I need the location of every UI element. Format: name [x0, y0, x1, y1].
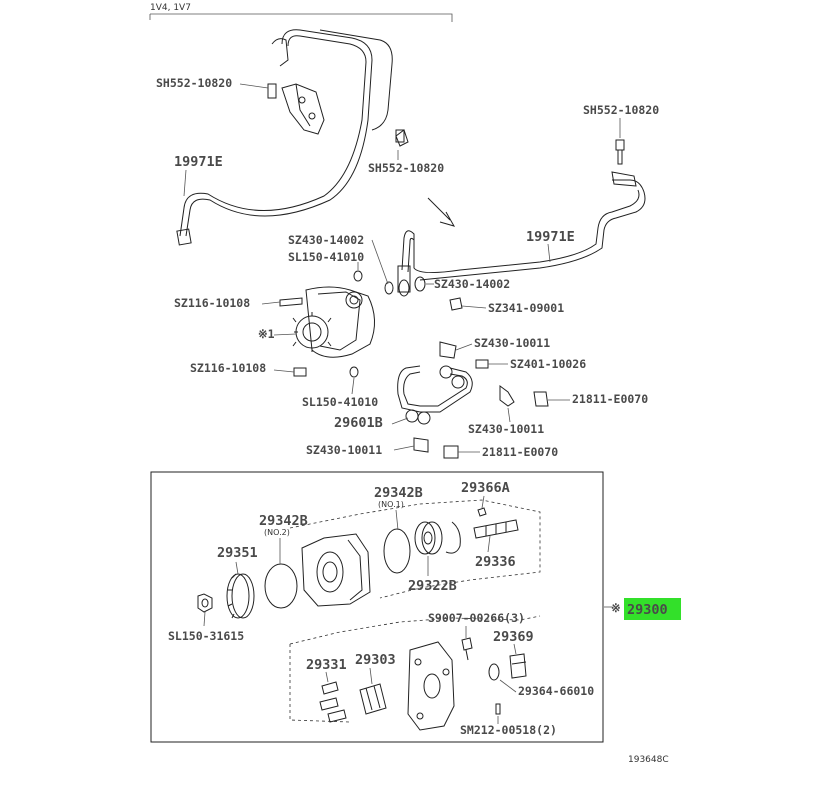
part-vanes-29331 [319, 681, 347, 723]
label-29369: 29369 [493, 629, 534, 645]
label-s9007: S9007-00266(3) [428, 611, 525, 625]
vacuum-pump-upper [279, 270, 463, 378]
label-29342b-top-note: (NO.1) [378, 500, 404, 509]
label-29342b-left: 29342B [259, 513, 308, 529]
assembly-number[interactable]: 29300 [627, 602, 668, 618]
label-sh552-right: SH552-10820 [583, 103, 659, 117]
part-shaft-29336 [473, 519, 519, 539]
label-ref1: ※1 [258, 327, 275, 341]
part-gasket-29364 [488, 663, 500, 681]
label-sz430-10011-a: SZ430-10011 [474, 336, 550, 350]
label-sh552-top: SH552-10820 [156, 76, 232, 90]
variant-note: 1V4, 1V7 [150, 3, 191, 13]
label-29351: 29351 [217, 545, 258, 561]
label-sl150-41010-a: SL150-41010 [288, 250, 364, 264]
part-rotor-29303 [359, 683, 387, 715]
upper-labels: SH552-10820 SH552-10820 SH552-10820 1997… [156, 76, 659, 459]
label-29342b-top: 29342B [374, 485, 423, 501]
part-housing [301, 533, 371, 607]
label-sl150-31615: SL150-31615 [168, 629, 244, 643]
label-29366a: 29366A [461, 480, 510, 496]
assembly-callout[interactable]: ※ 29300 [604, 598, 681, 620]
part-oring-no1 [383, 528, 411, 574]
label-tube-left: 19971E [174, 154, 223, 170]
part-fitting-29369 [509, 653, 527, 679]
assembly-highlight [624, 598, 681, 620]
label-29322b: 29322B [408, 578, 457, 594]
oil-hose-assembly [397, 341, 549, 459]
part-gear-29351 [226, 573, 255, 619]
part-cover [407, 641, 455, 731]
label-sz116-b: SZ116-10108 [190, 361, 266, 375]
label-29336: 29336 [475, 554, 516, 570]
part-bearing-29322b [414, 521, 443, 555]
exploded-view-box: 29342B (NO.1) 29366A 29342B (NO.2) 29351… [150, 471, 604, 743]
label-29331: 29331 [306, 657, 347, 673]
label-sl150-41010-b: SL150-41010 [302, 395, 378, 409]
label-sm212: SM212-00518(2) [460, 723, 557, 737]
part-screw-s9007 [461, 637, 473, 661]
label-sz430-14002-b: SZ430-14002 [434, 277, 510, 291]
label-sh552-mid: SH552-10820 [368, 161, 444, 175]
label-29342b-left-note: (NO.2) [264, 528, 290, 537]
label-29364: 29364-66010 [518, 684, 594, 698]
part-pin-sm212 [495, 703, 501, 715]
label-tube-right: 19971E [526, 229, 575, 245]
label-sz341: SZ341-09001 [488, 301, 564, 315]
part-oring-no2 [264, 563, 298, 609]
part-nut-sl150-31615 [197, 593, 213, 613]
variant-bracket: 1V4, 1V7 [149, 3, 453, 22]
label-sz401: SZ401-10026 [510, 357, 586, 371]
assembly-marker: ※ [611, 601, 621, 615]
label-e0070-a: 21811-E0070 [572, 392, 648, 406]
label-sz430-10011-b: SZ430-10011 [468, 422, 544, 436]
part-snap-ring [445, 521, 461, 554]
figure-id: 193648C [628, 755, 669, 765]
label-sz430-14002-a: SZ430-14002 [288, 233, 364, 247]
label-29303: 29303 [355, 652, 396, 668]
label-hose: 29601B [334, 415, 383, 431]
label-e0070-b: 21811-E0070 [482, 445, 558, 459]
label-sz430-10011-c: SZ430-10011 [306, 443, 382, 457]
part-key-29366a [477, 507, 487, 517]
upper-pipe-assembly [176, 29, 646, 293]
label-sz116-a: SZ116-10108 [174, 296, 250, 310]
